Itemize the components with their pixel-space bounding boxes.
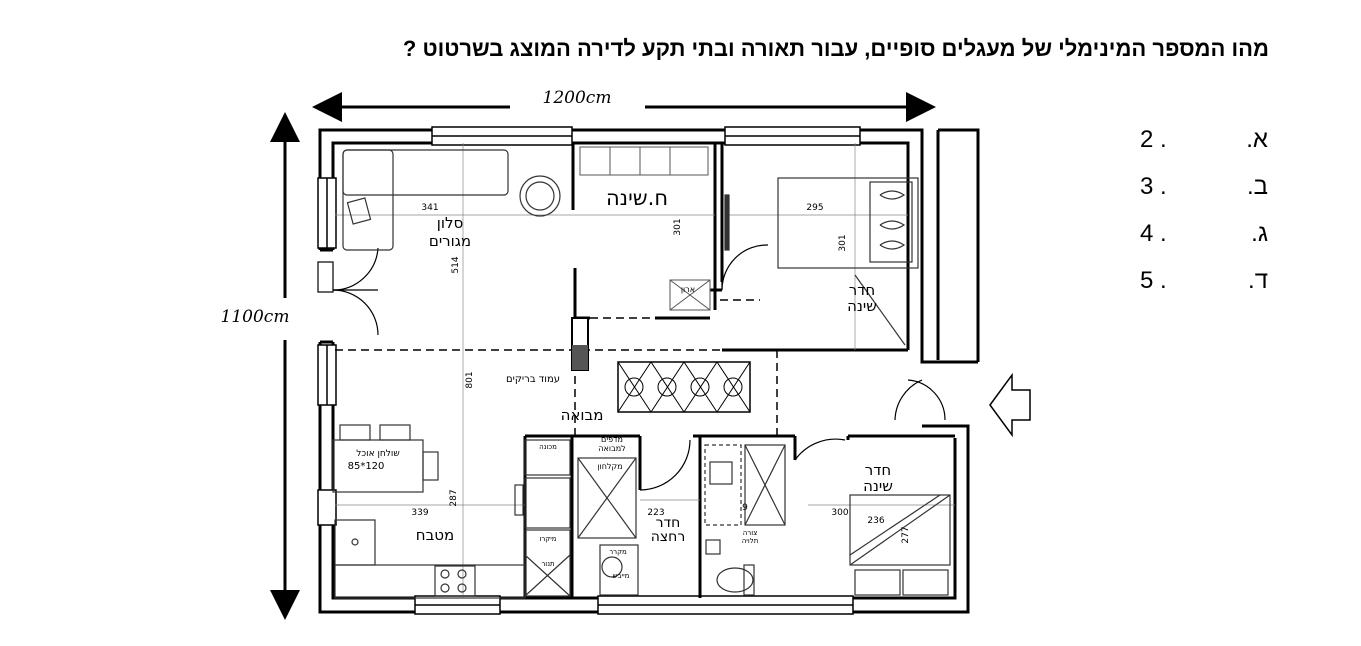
option-value: 5 . <box>1140 267 1167 294</box>
label-bath-1: חדר <box>656 515 681 531</box>
option-letter: א. <box>1246 126 1268 153</box>
label-living-1: סלון <box>437 214 463 232</box>
sofa-icon <box>342 149 561 251</box>
label-bedroom1-2: שינה <box>847 297 877 315</box>
dashed-lines <box>335 299 908 440</box>
measurements: 341 514 301 295 301 801 287 339 223 300 … <box>411 203 911 544</box>
label-microwave: מיקרו <box>539 535 556 543</box>
option-value: 2 . <box>1140 126 1167 153</box>
interior-doors <box>639 244 946 491</box>
kitchen-counter <box>334 439 571 599</box>
measure-223: 223 <box>647 508 664 518</box>
side-door <box>317 247 379 336</box>
width-label: 1200cm <box>543 88 612 108</box>
measure-236: 236 <box>867 516 884 526</box>
label-bedroom1-1: חדר <box>849 281 875 299</box>
label-shelves: מדפים <box>601 435 623 444</box>
option-letter: ד. <box>1248 267 1268 294</box>
label-brick-column: עמוד בריקים <box>506 374 560 385</box>
guide-lines <box>335 143 955 598</box>
option-letter: ג. <box>1251 220 1268 247</box>
label-bedroom2-2: שינה <box>863 477 893 495</box>
option-value: 4 . <box>1140 220 1167 247</box>
label-dining-table: שולחן אוכל <box>356 449 399 459</box>
height-dimension: 1100cm <box>221 112 300 620</box>
label-closet: ארון <box>681 285 695 294</box>
option-c[interactable]: ג. 4 . <box>1100 220 1280 254</box>
width-dimension: 1200cm <box>312 88 936 122</box>
measure-341: 341 <box>421 203 438 213</box>
label-shower: מקלחון <box>597 462 622 471</box>
option-b[interactable]: ב. 3 . <box>1100 173 1280 207</box>
measure-301a: 301 <box>673 218 683 235</box>
room-labels: סלון מגורים ח.שינה חדר שינה חדר שינה מבו… <box>348 186 893 580</box>
height-label: 1100cm <box>221 307 290 327</box>
measure-9: 9 <box>742 503 748 513</box>
option-a[interactable]: א. 2 . <box>1100 126 1280 160</box>
bed-icon <box>724 177 919 346</box>
measure-287: 287 <box>449 489 459 506</box>
label-fridge: מקרר <box>609 548 627 556</box>
label-kitchen: מטבח <box>416 526 454 544</box>
label-toilet-2: תלויה <box>742 537 759 545</box>
option-letter: ב. <box>1246 173 1268 200</box>
measure-301b: 301 <box>838 234 848 251</box>
bed-icon-2 <box>849 494 951 596</box>
label-oven: תנור <box>541 560 554 568</box>
measure-514: 514 <box>451 256 461 273</box>
label-entrance: מבואה <box>561 406 604 424</box>
label-dryer: מייבש <box>613 572 630 580</box>
dining-table-icon <box>332 424 439 493</box>
entrance-arrow-icon <box>989 372 1031 438</box>
bathroom-fixtures <box>577 444 786 596</box>
option-d[interactable]: ד. 5 . <box>1100 267 1280 301</box>
label-bedroom2-1: חדר <box>865 461 891 479</box>
windows <box>317 126 861 615</box>
option-value: 3 . <box>1140 173 1167 200</box>
brick-pattern <box>571 317 751 413</box>
label-bath-2: רחצה <box>651 529 686 545</box>
wardrobe-icon <box>579 146 711 311</box>
label-entrance-shelves: למבואה <box>598 444 625 453</box>
label-washer: מכונה <box>539 443 557 451</box>
measure-300: 300 <box>831 508 848 518</box>
measure-339: 339 <box>411 508 428 518</box>
label-living-2: מגורים <box>429 232 471 250</box>
measure-277: 277 <box>901 526 911 543</box>
label-table-size: 85*120 <box>348 461 385 472</box>
label-toilet-1: צורה <box>743 529 758 537</box>
question-text: מהו המספר המינימלי של מעגלים סופיים, עבו… <box>402 36 1269 61</box>
label-small-bedroom: ח.שינה <box>606 186 668 210</box>
measure-801: 801 <box>465 371 475 388</box>
measure-295: 295 <box>806 203 823 213</box>
